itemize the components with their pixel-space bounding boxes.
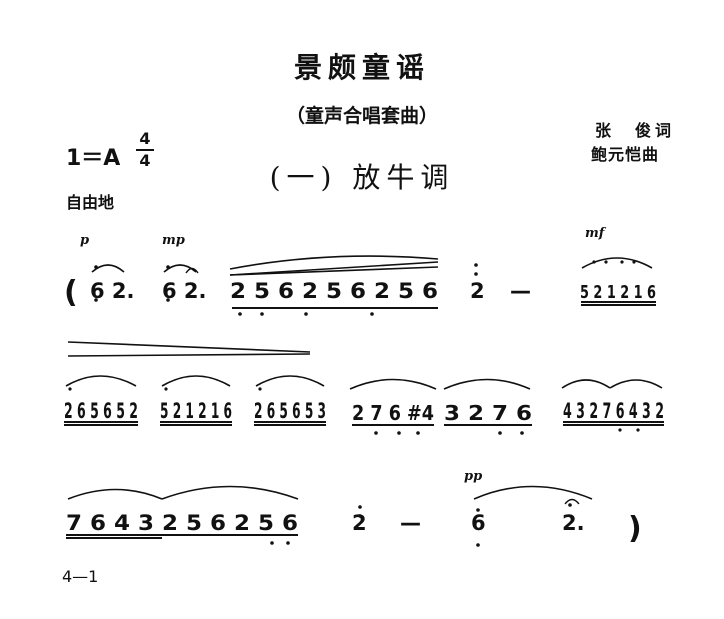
lyricist-credit: 张 俊词	[595, 121, 676, 140]
score-dash: —	[400, 511, 421, 535]
tempo-marking: 自由地	[66, 193, 115, 212]
diminuendo-line	[67, 353, 311, 357]
beams	[64, 301, 664, 539]
slur	[581, 257, 653, 269]
fermata	[564, 498, 580, 505]
slur	[163, 264, 197, 273]
slur	[561, 379, 611, 389]
crescendo-line	[229, 266, 439, 276]
score-note: 5 2 1 2 1 6	[580, 282, 656, 303]
slurs-and-lines	[65, 255, 663, 500]
slur	[255, 375, 325, 387]
slur	[65, 375, 137, 387]
score-note: 2.	[562, 511, 585, 535]
composer-credit: 鲍元恺曲	[591, 145, 660, 164]
score-note: 2 7 6 #4	[352, 401, 434, 425]
score-note: 2 6 5 6 5 3	[254, 399, 326, 423]
dynamic-mark: mp	[162, 233, 185, 248]
slur	[161, 375, 231, 387]
dynamics: p mp mf pp	[80, 226, 607, 484]
notation-line-2: 2 6 5 6 5 2 5 2 1 2 1 6 2 6 5 6 5 3 2 7 …	[64, 399, 664, 425]
score-note: 6 2.	[162, 279, 207, 303]
fermatas	[185, 267, 580, 505]
score-note: 6	[471, 511, 486, 535]
score-note: 5 2 1 2 1 6	[160, 399, 232, 423]
dynamic-mark: p	[80, 233, 89, 248]
slur	[443, 378, 531, 390]
score-note: 2	[352, 511, 367, 535]
slur	[67, 488, 163, 500]
page-number: 4—1	[62, 567, 99, 586]
time-signature: 4 4	[136, 130, 154, 170]
time-signature-top: 4	[139, 129, 151, 148]
slur	[473, 485, 593, 500]
time-signature-bar	[136, 149, 154, 151]
slur	[609, 379, 663, 389]
score-note: 3 2 7 6	[444, 401, 532, 425]
score-note: 4 3 2 7 6 4 3 2	[563, 399, 664, 423]
diminuendo-line	[67, 341, 311, 353]
song-subtitle: （童声合唱套曲）	[285, 105, 438, 127]
crescendo-line	[229, 261, 439, 276]
dynamic-mark: mf	[585, 226, 607, 241]
slur	[349, 378, 437, 390]
score-note: 7 6 4 3 2 5 6 2 5 6	[66, 511, 298, 535]
score-dash: —	[510, 279, 531, 303]
score-note: 2 5 6 2 5 6 2 5 6	[230, 279, 438, 303]
key-signature: 1＝A	[66, 146, 121, 171]
score-note: 2 6 5 6 5 2	[64, 399, 138, 423]
slur	[229, 255, 439, 270]
time-signature-bottom: 4	[139, 151, 151, 170]
notation-line-1: ( 6 2. 6 2. 2 5 6 2 5 6 2 5 6 2 — 5 2 1 …	[64, 275, 656, 310]
score-note: )	[628, 511, 642, 546]
song-title: 景颇童谣	[293, 51, 430, 84]
score-note: (	[64, 275, 78, 310]
octave-dots	[68, 260, 640, 547]
fermata	[185, 267, 199, 274]
section-title: (一) 放牛调	[269, 161, 455, 194]
slur	[91, 264, 125, 273]
score-note: 2	[470, 279, 485, 303]
dynamic-mark: pp	[464, 469, 482, 484]
slur	[161, 485, 299, 500]
score-note: 6 2.	[90, 279, 135, 303]
notation-line-3: 7 6 4 3 2 5 6 2 5 6 2 — 6 2. )	[66, 511, 642, 546]
